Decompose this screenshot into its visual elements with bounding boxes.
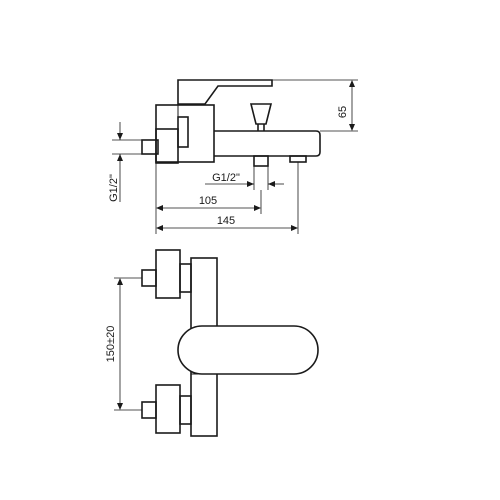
front-bottom-nut bbox=[179, 395, 192, 425]
side-flange bbox=[155, 128, 179, 164]
dim-g12-outlet-arrow-left bbox=[247, 181, 254, 187]
side-view: 65 G1/2" G1/2" 105 145 bbox=[108, 79, 358, 234]
side-aerator bbox=[289, 155, 307, 163]
dim-65-arrow-bottom bbox=[349, 124, 355, 131]
dim-g12-outlet-arrow-right bbox=[268, 181, 275, 187]
dim-145-label: 145 bbox=[217, 215, 235, 227]
front-bottom-flange bbox=[155, 384, 181, 434]
dim-g12-left-arrow-top bbox=[117, 133, 123, 140]
side-cartridge-nut bbox=[177, 116, 189, 148]
side-wall-connector bbox=[141, 139, 159, 155]
dim-65-arrow-top bbox=[349, 80, 355, 87]
dim-150-arrow-top bbox=[117, 278, 123, 285]
dim-145-arrow-left bbox=[156, 225, 163, 231]
front-top-pipe bbox=[141, 269, 157, 287]
dim-g12-left-label: G1/2" bbox=[108, 174, 120, 202]
dim-105-arrow-left bbox=[156, 205, 163, 211]
dim-150-arrow-bottom bbox=[117, 403, 123, 410]
dim-150-label: 150±20 bbox=[105, 326, 117, 363]
dim-65-label: 65 bbox=[337, 106, 349, 118]
side-diverter-knob bbox=[249, 103, 273, 125]
side-lever-handle bbox=[177, 79, 273, 105]
dim-g12-outlet-label: G1/2" bbox=[212, 172, 240, 184]
side-mixer-body bbox=[155, 104, 215, 163]
dim-105-arrow-right bbox=[254, 205, 261, 211]
dim-105-label: 105 bbox=[199, 195, 217, 207]
dim-g12-left-arrow-bottom bbox=[117, 154, 123, 161]
dim-145-arrow-right bbox=[291, 225, 298, 231]
side-spout bbox=[214, 130, 321, 157]
front-top-nut bbox=[179, 263, 192, 293]
front-top-flange bbox=[155, 249, 181, 299]
front-view: 150±20 bbox=[105, 249, 319, 437]
front-bottom-pipe bbox=[141, 401, 157, 419]
front-oval-handle bbox=[177, 325, 319, 375]
side-shower-outlet bbox=[253, 155, 269, 167]
